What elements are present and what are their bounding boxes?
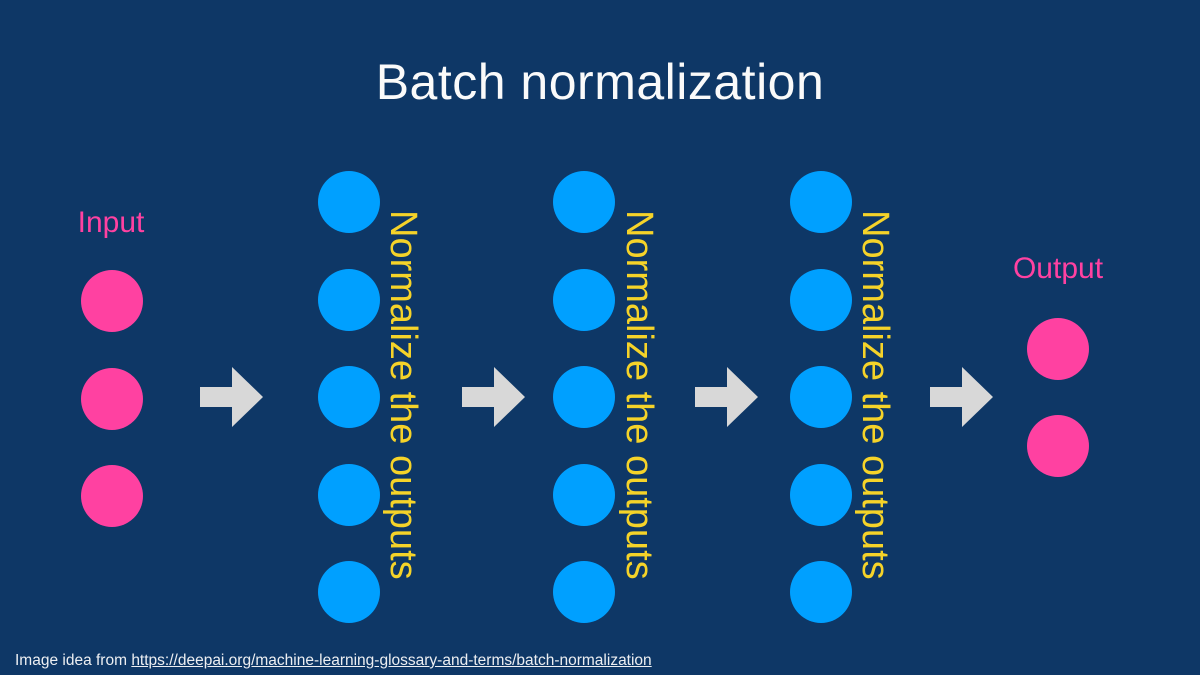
network-node bbox=[1027, 318, 1089, 380]
attribution-prefix: Image idea from bbox=[15, 652, 132, 669]
network-node bbox=[318, 171, 380, 233]
arrow-right-icon bbox=[930, 367, 993, 427]
network-node bbox=[790, 463, 852, 526]
network-node bbox=[553, 268, 615, 331]
network-node bbox=[553, 366, 615, 428]
network-node bbox=[318, 268, 380, 331]
network-node bbox=[1027, 414, 1089, 477]
network-node bbox=[790, 366, 852, 428]
hidden-layer-3-nodes bbox=[790, 171, 852, 623]
input-label: Input bbox=[77, 206, 145, 239]
arrow-right-icon bbox=[695, 367, 758, 427]
arrow-right-icon bbox=[200, 367, 263, 427]
network-node bbox=[81, 270, 143, 332]
network-node bbox=[318, 463, 380, 526]
arrow-right-icon bbox=[462, 367, 525, 427]
hidden-layer-1-label: Normalize the outputs bbox=[382, 210, 424, 580]
slide-title: Batch normalization bbox=[375, 54, 825, 110]
network-node bbox=[790, 171, 852, 233]
hidden-layer-2-label: Normalize the outputs bbox=[618, 210, 660, 580]
hidden-layer-3-label: Normalize the outputs bbox=[854, 210, 896, 580]
network-node bbox=[790, 561, 852, 623]
attribution: Image idea from https://deepai.org/machi… bbox=[15, 653, 652, 669]
network-node bbox=[790, 268, 852, 331]
network-node bbox=[318, 561, 380, 623]
hidden-layer-1-nodes bbox=[318, 171, 380, 623]
output-label: Output bbox=[1012, 252, 1104, 285]
network-node bbox=[553, 171, 615, 233]
attribution-link[interactable]: https://deepai.org/machine-learning-glos… bbox=[131, 652, 652, 669]
network-node bbox=[81, 465, 143, 527]
output-layer-nodes bbox=[1027, 318, 1089, 477]
network-node bbox=[553, 463, 615, 526]
network-node bbox=[318, 366, 380, 428]
hidden-layer-2-nodes bbox=[553, 171, 615, 623]
input-layer-nodes bbox=[81, 270, 143, 527]
network-node bbox=[553, 561, 615, 623]
network-node bbox=[81, 367, 143, 430]
